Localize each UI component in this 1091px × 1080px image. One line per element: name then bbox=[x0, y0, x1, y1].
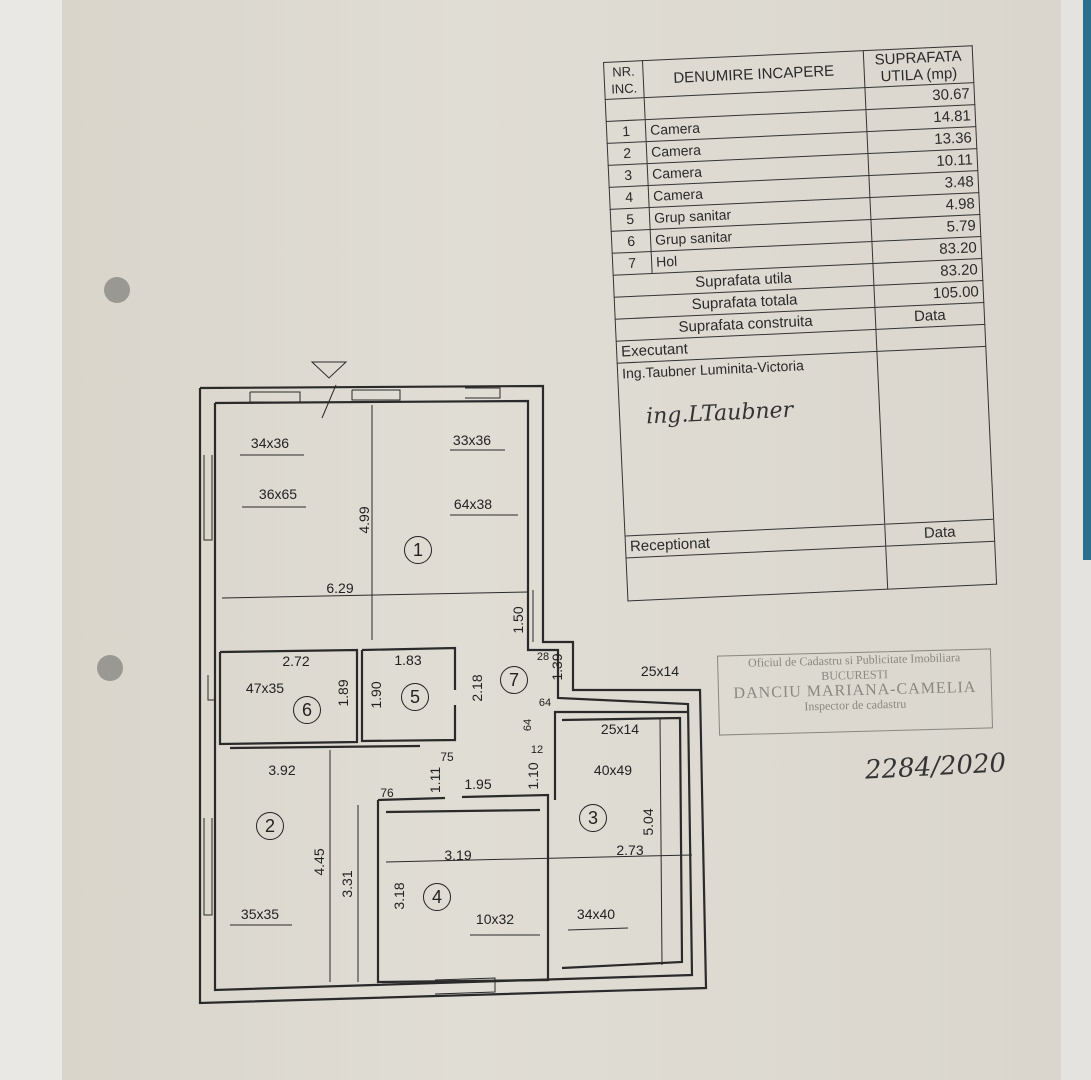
dimension-label: 25x14 bbox=[600, 721, 640, 737]
dimension-label: 12 bbox=[530, 744, 544, 756]
dimension-label: 35x35 bbox=[240, 906, 280, 922]
dimension-label: 1.10 bbox=[525, 762, 541, 790]
dimension-label: 6.29 bbox=[326, 580, 354, 596]
dimension-label: 4.99 bbox=[356, 506, 372, 534]
room-number: 2 bbox=[256, 812, 284, 840]
room-number: 7 bbox=[500, 666, 528, 694]
dimension-label: 34x36 bbox=[250, 435, 290, 451]
dimension-label: 3.18 bbox=[391, 882, 407, 910]
dimension-label: 5.04 bbox=[640, 808, 656, 836]
dimension-label: 64 bbox=[538, 697, 552, 709]
room-number: 3 bbox=[579, 804, 607, 832]
dimension-label: 10x32 bbox=[475, 911, 515, 927]
punch-hole bbox=[97, 655, 123, 681]
dimension-label: 64x38 bbox=[453, 496, 493, 512]
dimension-label: 36x65 bbox=[258, 486, 298, 502]
dimension-label: 4.45 bbox=[311, 848, 327, 876]
dimension-label: 1.83 bbox=[394, 652, 422, 668]
background-edge bbox=[1083, 0, 1091, 560]
room-number: 6 bbox=[293, 696, 321, 724]
dimension-label: 3.19 bbox=[444, 847, 472, 863]
dimension-label: 1.95 bbox=[464, 776, 492, 792]
dimension-label: 1.90 bbox=[368, 681, 384, 709]
room-number: 4 bbox=[423, 883, 451, 911]
dimension-label: 47x35 bbox=[245, 680, 285, 696]
dimension-label: 2.72 bbox=[282, 653, 310, 669]
room-number: 5 bbox=[401, 683, 429, 711]
dimension-label: 1.50 bbox=[510, 606, 526, 634]
dimension-label: 2.73 bbox=[616, 842, 644, 858]
dimension-label: 28 bbox=[536, 651, 550, 663]
dimension-label: 76 bbox=[380, 786, 394, 800]
dimension-lines bbox=[203, 361, 693, 995]
dimension-label: 3.92 bbox=[268, 762, 296, 778]
dimension-label: 75 bbox=[440, 750, 454, 764]
walls bbox=[198, 384, 708, 1005]
dimension-label: 1.11 bbox=[427, 766, 443, 794]
dimension-label: 1.39 bbox=[549, 653, 565, 681]
punch-hole bbox=[104, 277, 130, 303]
dimension-label: 2.18 bbox=[469, 674, 485, 702]
dimension-label: 3.31 bbox=[339, 870, 355, 898]
room-number: 1 bbox=[404, 536, 432, 564]
dimension-label: 34x40 bbox=[576, 906, 616, 922]
paper-sheet bbox=[62, 0, 1062, 1080]
dimension-label: 40x49 bbox=[593, 762, 633, 778]
page-margin bbox=[0, 0, 62, 1080]
dimension-label: 1.89 bbox=[335, 679, 351, 707]
dimension-label: 25x14 bbox=[640, 663, 680, 679]
dimension-label: 64 bbox=[522, 718, 534, 732]
dimension-label: 33x36 bbox=[452, 432, 492, 448]
